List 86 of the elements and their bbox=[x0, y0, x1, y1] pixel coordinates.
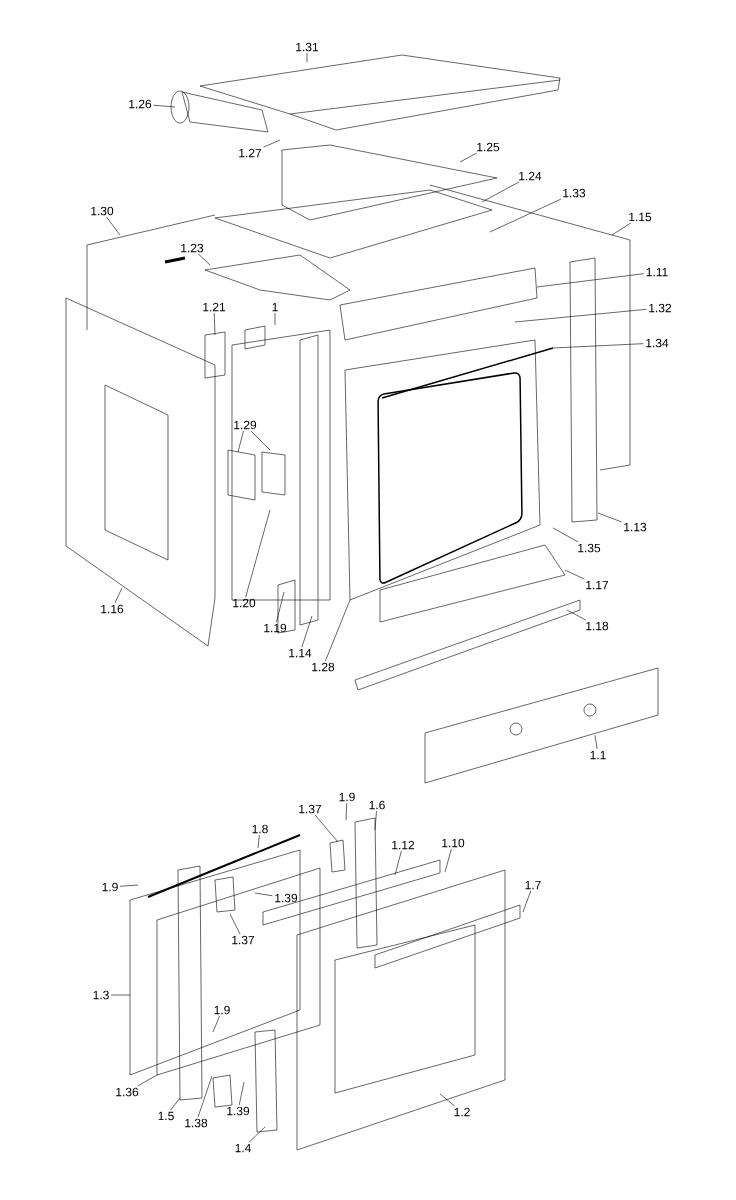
callout-number: 1.35 bbox=[578, 543, 601, 553]
callout-number: 1.37 bbox=[299, 804, 322, 814]
leader-line bbox=[394, 850, 402, 876]
callout-number: 1.34 bbox=[646, 338, 669, 348]
callout-number: 1.33 bbox=[563, 188, 586, 198]
callout-number: 1.15 bbox=[629, 212, 652, 222]
leader-line bbox=[119, 884, 139, 887]
callout-number: 1.30 bbox=[91, 206, 114, 216]
callout-number: 1.26 bbox=[129, 99, 152, 109]
leader-line bbox=[552, 343, 644, 349]
leader-line bbox=[137, 1074, 158, 1087]
leader-line bbox=[552, 527, 579, 543]
leader-line bbox=[248, 1126, 266, 1143]
callout-number: 1.25 bbox=[477, 142, 500, 152]
callout-number: 1.12 bbox=[392, 840, 415, 850]
callout-number: 1.9 bbox=[102, 882, 118, 892]
leader-line bbox=[250, 430, 271, 451]
callout-number: 1.27 bbox=[239, 148, 262, 158]
callout-number: 1.23 bbox=[181, 243, 204, 253]
callout-number: 1.39 bbox=[275, 893, 298, 903]
callout-number: 1.24 bbox=[519, 171, 542, 181]
leader-line bbox=[257, 834, 260, 849]
callout-number: 1.38 bbox=[185, 1118, 208, 1128]
callout-number: 1.31 bbox=[296, 42, 319, 52]
leader-line bbox=[229, 913, 241, 935]
leader-line bbox=[213, 312, 216, 336]
callout-number: 1.9 bbox=[339, 792, 355, 802]
leader-line bbox=[566, 609, 586, 621]
leader-line bbox=[274, 312, 276, 326]
leader-line bbox=[594, 734, 598, 750]
leader-line bbox=[597, 512, 622, 523]
leader-line bbox=[522, 890, 532, 913]
leader-line bbox=[306, 52, 308, 63]
leader-line bbox=[276, 591, 285, 623]
callout-number: 1.18 bbox=[586, 621, 609, 631]
callout-number: 1.37 bbox=[232, 935, 255, 945]
callout-number: 1.39 bbox=[227, 1106, 250, 1116]
callout-number: 1.7 bbox=[525, 880, 541, 890]
leader-line bbox=[198, 253, 211, 266]
leader-line bbox=[611, 222, 631, 236]
callout-number: 1.28 bbox=[312, 662, 335, 672]
leader-line bbox=[489, 198, 562, 233]
callout-number: 1.32 bbox=[649, 303, 672, 313]
callout-number: 1.9 bbox=[214, 1005, 230, 1015]
callout-number: 1.36 bbox=[116, 1087, 139, 1097]
leader-line bbox=[459, 152, 477, 163]
leader-line bbox=[237, 430, 244, 453]
leader-line bbox=[114, 587, 123, 604]
callout-number: 1.8 bbox=[252, 824, 268, 834]
leader-line bbox=[263, 139, 281, 148]
leader-line bbox=[110, 994, 131, 996]
callout-number: 1.16 bbox=[101, 604, 124, 614]
leader-line bbox=[514, 309, 647, 323]
callout-number: 1.20 bbox=[233, 598, 256, 608]
leader-line bbox=[439, 1093, 455, 1107]
callout-number: 1.2 bbox=[454, 1107, 470, 1117]
leader-line bbox=[238, 1081, 245, 1106]
callout-number: 1.11 bbox=[646, 267, 668, 277]
leader-line bbox=[444, 848, 452, 873]
leader-line bbox=[481, 181, 520, 203]
callout-number: 1.13 bbox=[624, 522, 647, 532]
callout-number: 1.17 bbox=[586, 580, 609, 590]
leader-line bbox=[170, 1097, 181, 1111]
callout-number: 1.1 bbox=[590, 750, 606, 760]
leader-line bbox=[153, 104, 176, 108]
callout-number: 1.4 bbox=[235, 1143, 251, 1153]
leader-line bbox=[197, 1075, 213, 1118]
leader-line bbox=[301, 615, 313, 648]
callout-number: 1 bbox=[272, 302, 278, 312]
leader-line bbox=[536, 273, 645, 288]
callout-number: 1.5 bbox=[158, 1111, 174, 1121]
callout-number: 1.6 bbox=[369, 800, 385, 810]
leader-line bbox=[564, 569, 585, 580]
callout-number: 1.19 bbox=[264, 623, 287, 633]
callout-number: 1.10 bbox=[442, 838, 465, 848]
callout-number: 1.29 bbox=[234, 420, 257, 430]
leader-line bbox=[314, 814, 339, 843]
callout-number: 1.14 bbox=[289, 648, 312, 658]
leader-line bbox=[374, 810, 377, 831]
leader-line bbox=[345, 802, 348, 821]
leader-line bbox=[106, 216, 121, 236]
leader-line bbox=[254, 892, 273, 897]
leader-line bbox=[212, 1015, 220, 1033]
callout-number: 1.3 bbox=[93, 990, 109, 1000]
callout-number: 1.21 bbox=[203, 302, 226, 312]
leader-line bbox=[325, 599, 351, 662]
